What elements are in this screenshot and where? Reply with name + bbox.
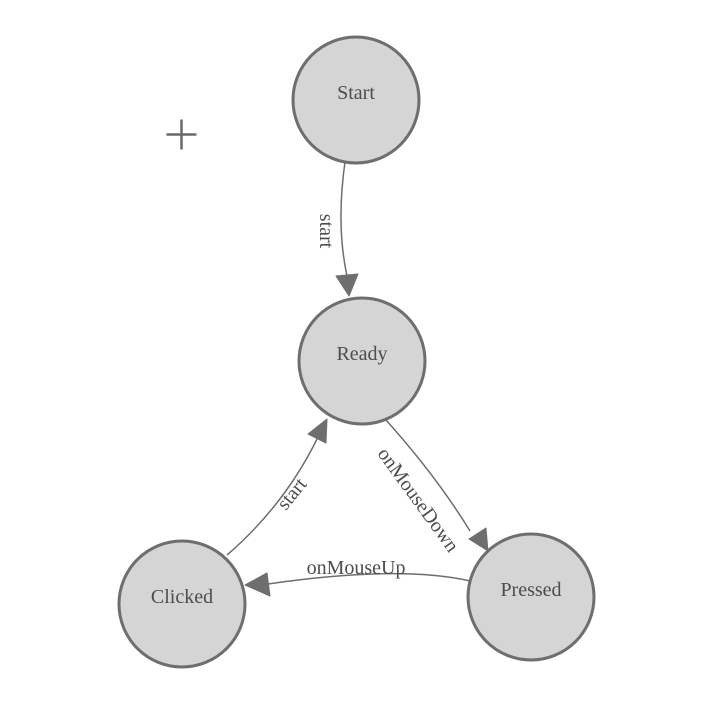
state-circle-ready[interactable] — [297, 296, 427, 426]
crosshair-icon — [166, 119, 197, 150]
transition-edge-ready-to-pressed[interactable]: onMouseDown — [373, 419, 489, 556]
state-label-pressed: Pressed — [500, 579, 561, 601]
state-node-clicked[interactable]: Clicked — [117, 539, 247, 669]
edge-path-clicked-to-ready[interactable] — [226, 436, 319, 556]
edge-path-ready-to-pressed[interactable] — [385, 419, 471, 532]
state-label-clicked: Clicked — [151, 586, 213, 608]
state-label-start: Start — [337, 82, 375, 104]
arrowhead-start-to-ready — [335, 273, 359, 297]
edge-path-pressed-to-clicked[interactable] — [267, 572, 471, 585]
state-node-pressed[interactable]: Pressed — [466, 532, 596, 662]
state-node-start[interactable]: Start — [291, 35, 421, 165]
arrowhead-ready-to-pressed — [468, 527, 489, 552]
state-circle-clicked[interactable] — [117, 539, 247, 669]
transition-edge-start-to-ready[interactable]: start — [315, 161, 359, 297]
state-circle-pressed[interactable] — [466, 532, 596, 662]
arrowhead-clicked-to-ready — [307, 418, 328, 444]
transition-edge-pressed-to-clicked[interactable]: onMouseUp — [244, 557, 471, 597]
state-circle-start[interactable] — [291, 35, 421, 165]
transition-edge-clicked-to-ready[interactable]: start — [226, 418, 328, 556]
arrowhead-pressed-to-clicked — [244, 572, 271, 597]
edge-path-start-to-ready[interactable] — [340, 161, 348, 277]
edge-label-start-to-ready: start — [315, 214, 337, 249]
state-node-ready[interactable]: Ready — [297, 296, 427, 426]
edge-label-pressed-to-clicked: onMouseUp — [307, 557, 406, 579]
state-label-ready: Ready — [336, 343, 387, 365]
edge-label-clicked-to-ready: start — [273, 473, 312, 514]
